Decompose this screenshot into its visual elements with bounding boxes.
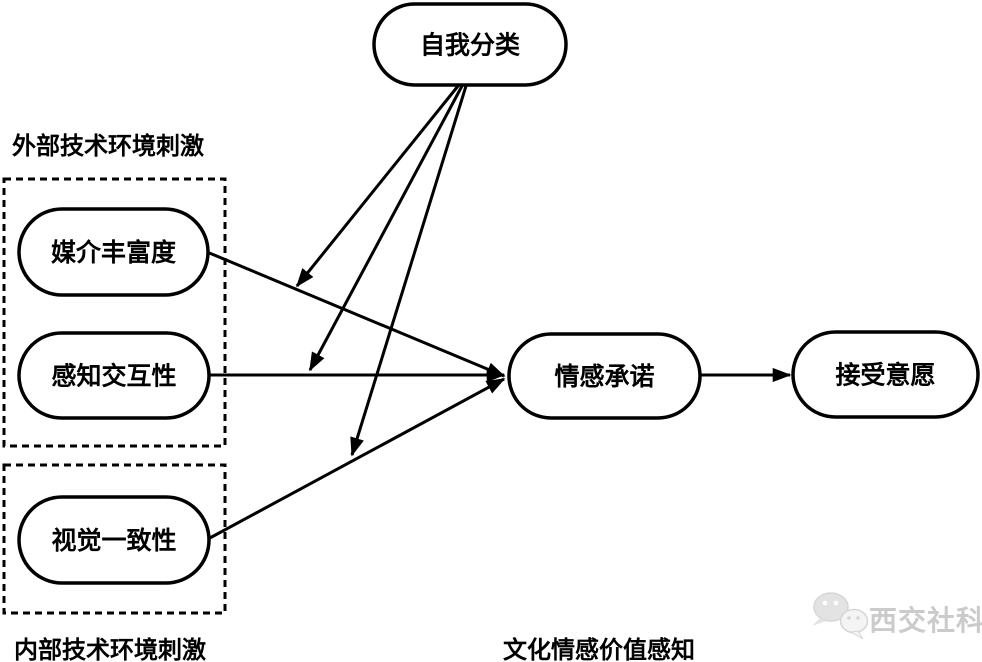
edge-visual-consistency-to-affective-commitment <box>207 377 506 541</box>
edge-self-categorization-moderates-media-path <box>295 85 460 288</box>
node-perceived-interactivity-shape <box>17 331 211 420</box>
wechat-bubble-tail <box>849 630 864 640</box>
node-media-richness-shape <box>17 207 210 297</box>
node-perceived-interactivity: 感知交互性 <box>17 331 211 420</box>
edge-self-categorization-moderates-visual-path <box>350 85 468 457</box>
node-affective-commitment-label: 情感承诺 <box>554 362 654 391</box>
node-self-categorization-label: 自我分类 <box>420 32 521 60</box>
edge-self-categorization-moderates-interactivity-path <box>308 85 464 372</box>
node-acceptance-willingness-label: 接受意愿 <box>835 361 935 390</box>
label-internal-stimuli: 内部技术环境刺激 <box>14 636 206 662</box>
wechat-bubble-eye <box>856 616 860 620</box>
node-affective-commitment-shape <box>507 332 702 420</box>
wechat-bubble-eye <box>847 616 851 620</box>
label-external-stimuli: 外部技术环境刺激 <box>12 132 204 160</box>
node-media-richness: 媒介丰富度 <box>17 207 210 297</box>
wechat-bubble-tail <box>812 618 826 626</box>
wechat-small-bubble <box>839 608 869 634</box>
wechat-bubbles-icon <box>812 592 869 640</box>
node-media-richness-label: 媒介丰富度 <box>51 238 176 267</box>
node-affective-commitment: 情感承诺 <box>507 332 702 420</box>
wechat-bubble-eye <box>833 600 839 606</box>
node-visual-consistency: 视觉一致性 <box>17 495 211 585</box>
watermark: 西交社科 <box>812 592 982 640</box>
label-cultural-emotional-value: 文化情感价值感知 <box>503 636 695 662</box>
node-acceptance-willingness: 接受意愿 <box>791 330 980 419</box>
group-external-stimuli-box <box>2 177 227 448</box>
wechat-bubble-eye <box>822 600 828 606</box>
node-visual-consistency-shape <box>17 495 211 585</box>
node-visual-consistency-label: 视觉一致性 <box>51 527 176 555</box>
wechat-big-bubble <box>813 592 849 622</box>
watermark-text: 西交社科 <box>869 604 982 637</box>
node-perceived-interactivity-label: 感知交互性 <box>51 362 176 391</box>
edge-media-richness-to-affective-commitment <box>206 250 506 378</box>
node-self-categorization-shape <box>372 2 568 87</box>
node-self-categorization: 自我分类 <box>372 2 568 87</box>
group-internal-stimuli-box <box>2 463 227 615</box>
node-acceptance-willingness-shape <box>791 330 980 419</box>
